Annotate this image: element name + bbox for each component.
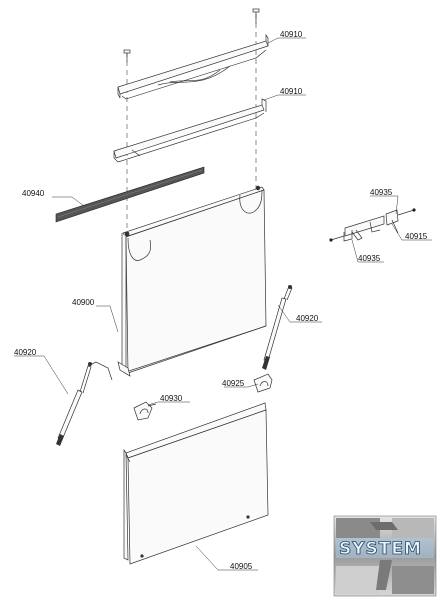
screw-top-left: [123, 49, 131, 62]
label-bottom-panel: 40905: [230, 562, 253, 571]
bracket-right: [253, 373, 273, 393]
top-profile-1: [117, 33, 269, 100]
callout-leaders: [14, 37, 432, 571]
gas-spring-left: [56, 361, 113, 446]
label-gas-spring-right: 40920: [296, 314, 319, 323]
bracket-left: [133, 401, 157, 421]
label-gasket: 40940: [22, 189, 45, 198]
screw-top-right: [252, 8, 260, 24]
system-logo: SYSTEM: [333, 515, 437, 597]
logo-text: SYSTEM: [339, 539, 422, 559]
bottom-panel: [123, 402, 269, 565]
door-panel: [117, 185, 267, 377]
label-hinge-bottom: 40935: [358, 254, 381, 263]
label-top-profile-1: 40910: [280, 30, 303, 39]
top-profile-2: [113, 98, 267, 163]
label-bracket-right: 40925: [222, 379, 245, 388]
label-gas-spring-left: 40920: [14, 348, 37, 357]
gas-spring-right: [262, 285, 293, 370]
label-hinge-mid: 40915: [405, 232, 428, 241]
hinge-assembly: [329, 208, 416, 242]
label-door-panel: 40900: [72, 298, 95, 307]
label-hinge-top: 40935: [370, 188, 393, 197]
label-top-profile-2: 40910: [280, 87, 303, 96]
gasket-strip: [55, 166, 205, 223]
label-bracket-left: 40930: [160, 394, 183, 403]
part-labels: 40910 40910 40940 40935 40915 40935 4090…: [14, 30, 428, 571]
assembly-axis-lines: [126, 14, 257, 232]
